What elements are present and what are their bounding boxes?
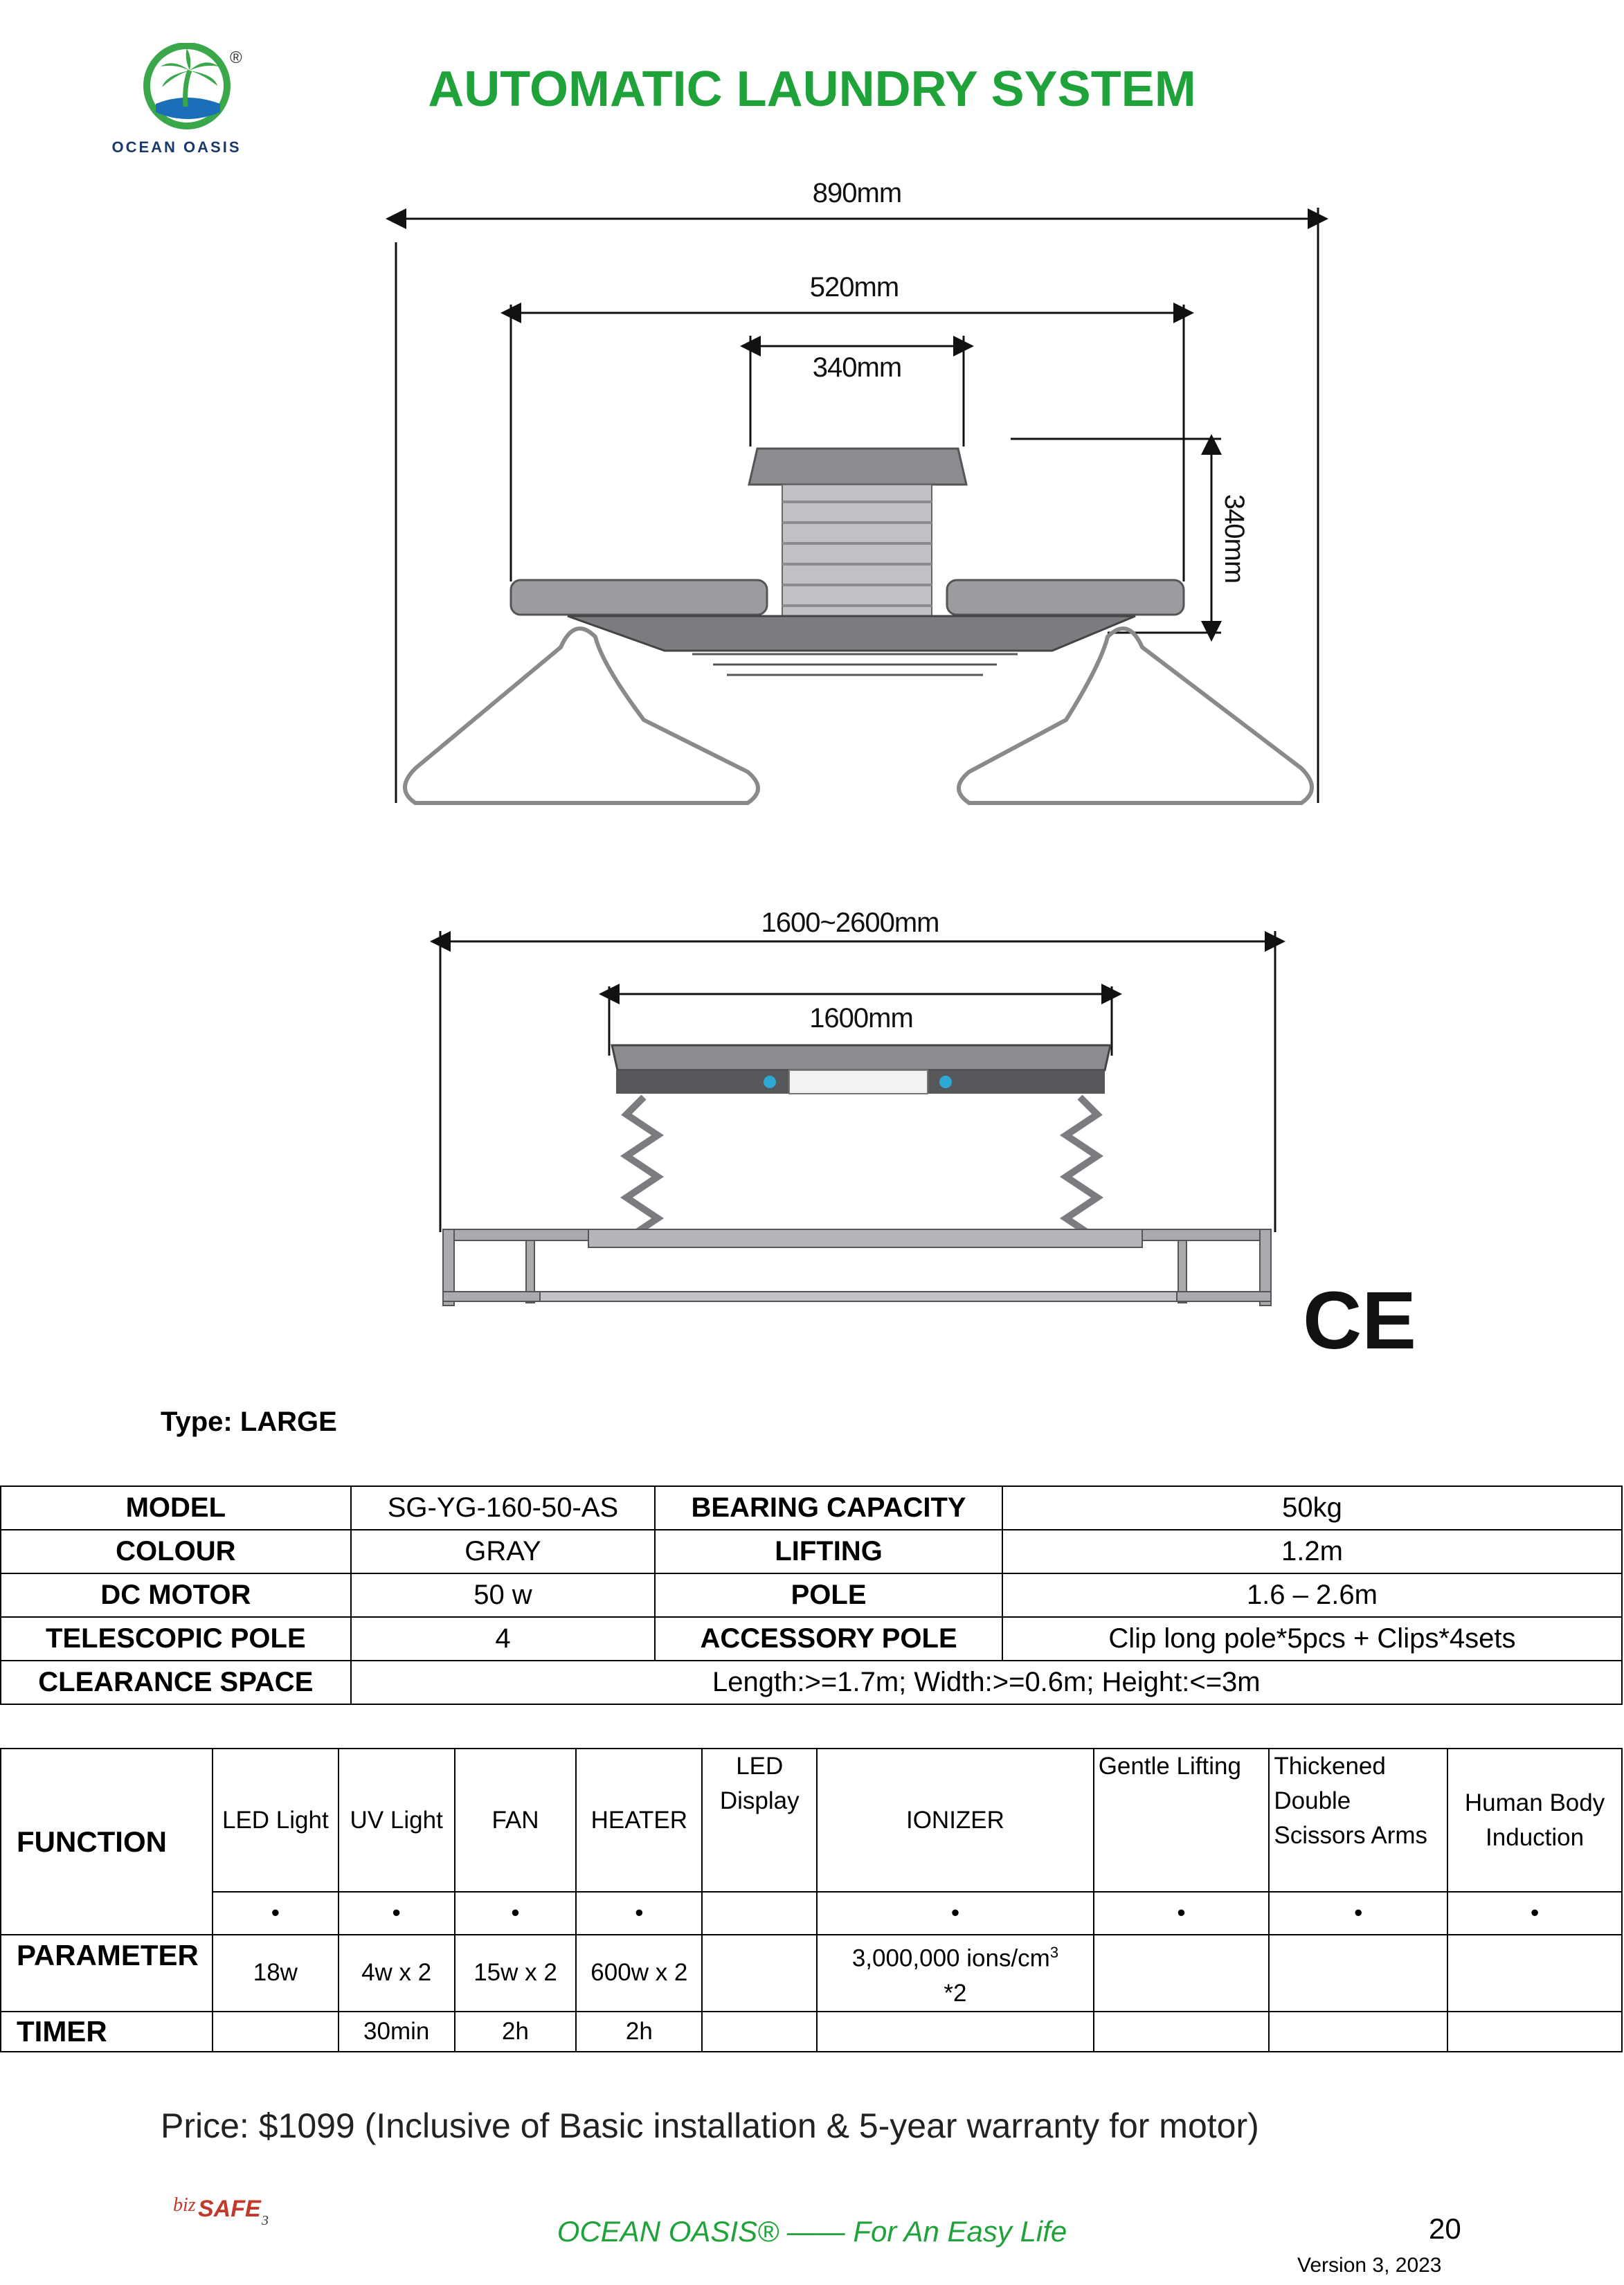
- feature-dot: •: [816, 1891, 1094, 1935]
- column-header: LED Light: [211, 1748, 339, 1893]
- svg-text:biz: biz: [173, 2194, 196, 2216]
- table-row: DC MOTOR 50 w POLE 1.6 – 2.6m: [0, 1573, 1623, 1618]
- ce-mark: CE: [1303, 1275, 1416, 1366]
- ionizer-multiplier: *2: [944, 1979, 967, 2007]
- spec-value: SG-YG-160-50-AS: [350, 1485, 656, 1530]
- empty-cell: [701, 2010, 818, 2052]
- empty-cell: [1092, 1934, 1270, 2012]
- dim-width-top: 340mm: [813, 352, 901, 383]
- svg-text:SAFE: SAFE: [198, 2196, 262, 2222]
- version-label: Version 3, 2023: [1297, 2254, 1442, 2277]
- spec-key: TELESCOPIC POLE: [0, 1616, 352, 1661]
- spec-value: Clip long pole*5pcs + Clips*4sets: [1001, 1616, 1623, 1661]
- ocean-oasis-logo: [143, 43, 231, 129]
- column-header: UV Light: [337, 1748, 455, 1893]
- timer-cell: 2h: [453, 2010, 577, 2052]
- bizsafe-logo: biz SAFE 3: [173, 2194, 269, 2228]
- spec-key: POLE: [654, 1573, 1003, 1618]
- spec-key: DC MOTOR: [0, 1573, 352, 1618]
- empty-cell: [1268, 1934, 1449, 2012]
- feature-dot: •: [337, 1891, 455, 1935]
- spec-key: ACCESSORY POLE: [654, 1616, 1003, 1661]
- table-row: TIMER 30min 2h 2h: [0, 2010, 1623, 2052]
- spec-value: 50 w: [350, 1573, 656, 1618]
- empty-cell: [816, 2010, 1094, 2052]
- timer-cell: 2h: [575, 2010, 703, 2052]
- table-row: FUNCTION LED Light UV Light FAN HEATER L…: [0, 1748, 1623, 1935]
- row-label-timer: TIMER: [0, 2010, 213, 2052]
- feature-dot: •: [1092, 1891, 1270, 1935]
- feature-dot: •: [1447, 1891, 1623, 1935]
- ionizer-superscript: 3: [1049, 1944, 1059, 1961]
- spec-key: MODEL: [0, 1485, 352, 1530]
- spec-value: 4: [350, 1616, 656, 1661]
- svg-text:3: 3: [261, 2213, 269, 2228]
- dim-width-total: 890mm: [813, 178, 901, 208]
- feature-dot: •: [453, 1891, 577, 1935]
- function-table: FUNCTION LED Light UV Light FAN HEATER L…: [0, 1748, 1623, 2052]
- ionizer-value: 3,000,000 ions/cm: [851, 1944, 1050, 1972]
- dim-length-base: 1600mm: [809, 1003, 913, 1033]
- param-cell: 4w x 2: [337, 1934, 455, 2012]
- empty-cell: [701, 1934, 818, 2012]
- spec-value: Length:>=1.7m; Width:>=0.6m; Height:<=3m: [350, 1660, 1623, 1705]
- spec-key: LIFTING: [654, 1529, 1003, 1574]
- column-header: IONIZER: [816, 1748, 1094, 1893]
- param-cell: 600w x 2: [575, 1934, 703, 2012]
- brand-name: OCEAN OASIS: [111, 138, 242, 156]
- spec-key: BEARING CAPACITY: [654, 1485, 1003, 1530]
- page-title: AUTOMATIC LAUNDRY SYSTEM: [428, 62, 1196, 117]
- row-label-function: FUNCTION: [0, 1748, 213, 1935]
- product-dimension-drawings: 890mm 520mm 340mm 340mm 1600~2600mm 1600…: [386, 178, 1416, 1366]
- param-cell-ionizer: 3,000,000 ions/cm3 *2: [816, 1934, 1094, 2012]
- table-row: MODEL SG-YG-160-50-AS BEARING CAPACITY 5…: [0, 1485, 1623, 1530]
- spec-value: 50kg: [1001, 1485, 1623, 1530]
- param-cell: 18w: [211, 1934, 339, 2012]
- laundry-rack-front-view: [403, 447, 1314, 805]
- product-type: Type: LARGE: [161, 1407, 337, 1437]
- page-number: 20: [1429, 2212, 1461, 2245]
- empty-cell: [1268, 2010, 1449, 2052]
- timer-cell: 30min: [337, 2010, 455, 2052]
- dim-height: 340mm: [1219, 494, 1249, 583]
- column-header: Thickened Double Scissors Arms: [1268, 1748, 1449, 1893]
- empty-cell: [1447, 1934, 1623, 2012]
- column-header: Human Body Induction: [1447, 1748, 1623, 1893]
- param-cell: 15w x 2: [453, 1934, 577, 2012]
- feature-dot: •: [211, 1891, 339, 1935]
- spec-table: MODEL SG-YG-160-50-AS BEARING CAPACITY 5…: [0, 1485, 1623, 1705]
- spec-key: CLEARANCE SPACE: [0, 1660, 352, 1705]
- laundry-rack-side-view: [442, 1044, 1272, 1306]
- feature-dot: •: [575, 1891, 703, 1935]
- empty-cell: [701, 1891, 818, 1935]
- table-row: CLEARANCE SPACE Length:>=1.7m; Width:>=0…: [0, 1660, 1623, 1705]
- column-header: HEATER: [575, 1748, 703, 1893]
- spec-key: COLOUR: [0, 1529, 352, 1574]
- spec-value: 1.6 – 2.6m: [1001, 1573, 1623, 1618]
- dim-length-range: 1600~2600mm: [761, 907, 939, 938]
- spec-value: 1.2m: [1001, 1529, 1623, 1574]
- dim-width-mid: 520mm: [810, 272, 899, 302]
- spec-value: GRAY: [350, 1529, 656, 1574]
- registered-mark: ®: [230, 48, 242, 67]
- table-row: COLOUR GRAY LIFTING 1.2m: [0, 1529, 1623, 1574]
- row-label-parameter: PARAMETER: [0, 1934, 213, 2012]
- table-row: • • • • • • • •: [1, 1891, 1623, 1935]
- table-row: PARAMETER 18w 4w x 2 15w x 2 600w x 2 3,…: [0, 1934, 1623, 2012]
- column-header: LED Display: [701, 1748, 818, 1893]
- empty-cell: [1092, 2010, 1270, 2052]
- table-row: TELESCOPIC POLE 4 ACCESSORY POLE Clip lo…: [0, 1616, 1623, 1661]
- footer-slogan: OCEAN OASIS® —— For An Easy Life: [557, 2215, 1067, 2248]
- feature-dot: •: [1268, 1891, 1449, 1935]
- empty-cell: [1447, 2010, 1623, 2052]
- column-header: Gentle Lifting: [1092, 1748, 1270, 1893]
- price-text: Price: $1099 (Inclusive of Basic install…: [161, 2106, 1259, 2145]
- empty-cell: [211, 2010, 339, 2052]
- column-header: FAN: [453, 1748, 577, 1893]
